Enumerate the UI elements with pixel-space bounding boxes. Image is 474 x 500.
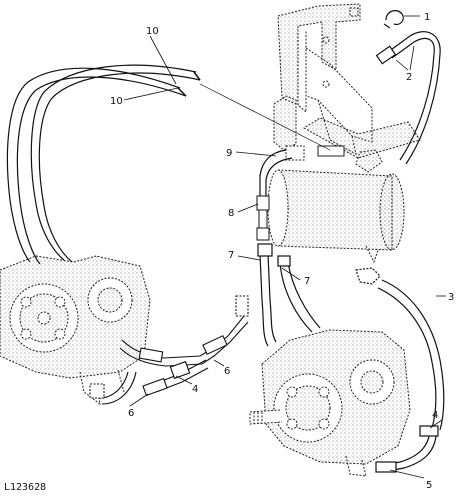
callout-7-left: 7	[228, 250, 234, 261]
bracket-fitting	[285, 145, 345, 161]
callout-10-lower: 10	[110, 96, 123, 107]
callout-4-left: 4	[192, 384, 198, 395]
hose-2	[375, 31, 441, 165]
hose-7-pair	[257, 243, 321, 347]
left-pump-lines	[89, 295, 249, 405]
callout-labels: 1 2 3 4 5 10 10 9 8 7 7 6 4 6	[110, 12, 454, 491]
callout-1: 1	[424, 12, 430, 23]
right-pump	[249, 329, 411, 477]
callout-5: 5	[426, 480, 432, 491]
hose-10-pair	[6, 64, 201, 265]
callout-7-right: 7	[304, 276, 310, 287]
callout-6-right: 6	[224, 366, 230, 377]
callout-2: 2	[406, 72, 412, 83]
callout-8: 8	[228, 208, 234, 219]
hydraulic-cylinder	[267, 149, 405, 264]
callout-9: 9	[226, 148, 232, 159]
hose-3	[355, 267, 445, 431]
clip-1	[383, 10, 404, 29]
callout-10-top: 10	[146, 26, 159, 37]
hose-5	[375, 425, 439, 473]
callout-3: 3	[448, 292, 454, 303]
leader-line	[199, 83, 331, 151]
hose-8	[256, 195, 270, 241]
callout-leaders	[123, 15, 446, 479]
callout-4-right: 4	[432, 410, 438, 421]
figure-id: L123628	[4, 482, 46, 493]
hose-9	[259, 149, 293, 196]
mounting-bracket	[273, 3, 421, 159]
left-pump	[0, 255, 151, 406]
callout-6-left: 6	[128, 408, 134, 419]
